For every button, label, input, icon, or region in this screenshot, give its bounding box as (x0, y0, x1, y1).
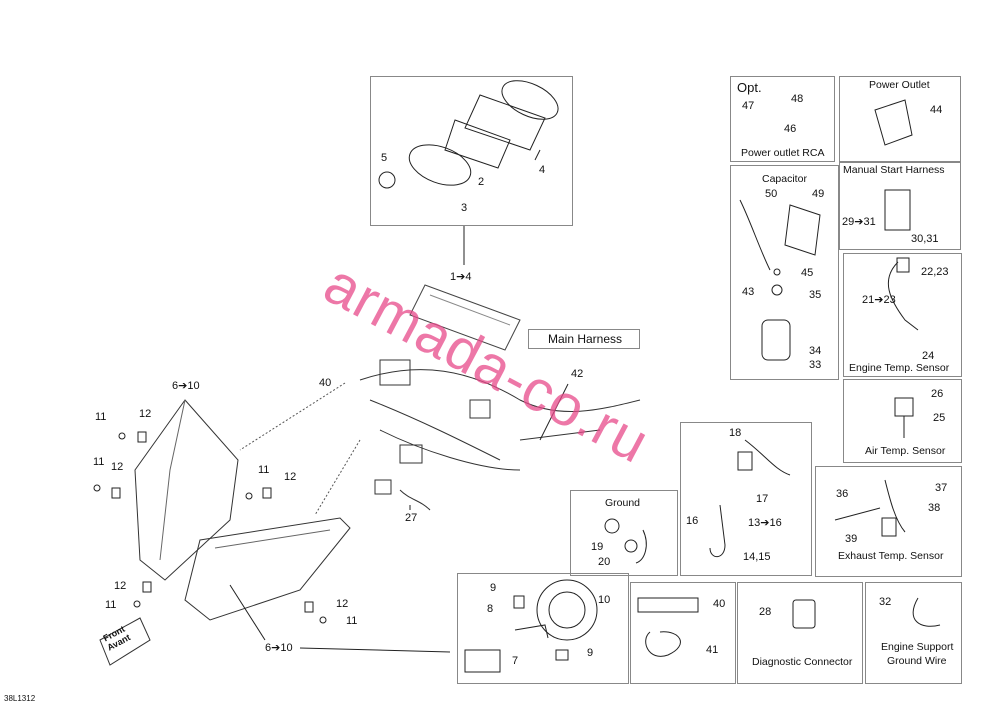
label-25: 25 (933, 412, 946, 424)
label-22-23: 22,23 (921, 266, 949, 278)
box-engine-temp (843, 253, 962, 377)
box-lamp (457, 573, 629, 684)
box-air-temp (843, 379, 962, 463)
label-7: 7 (512, 655, 519, 667)
label-11e: 11 (346, 615, 358, 627)
label-45: 45 (801, 267, 814, 279)
label-42: 42 (571, 368, 584, 380)
label-40a: 40 (319, 377, 332, 389)
label-12e: 12 (336, 598, 349, 610)
label-14-15: 14,15 (743, 551, 771, 563)
label-10: 10 (598, 594, 611, 606)
label-18: 18 (729, 427, 742, 439)
label-12a: 12 (139, 408, 152, 420)
label-6to10b: 6➔10 (265, 642, 293, 654)
label-41: 41 (706, 644, 719, 656)
box-coil (680, 422, 812, 576)
label-29to31: 29➔31 (842, 216, 876, 228)
label-28: 28 (759, 606, 772, 618)
opt-title: Opt. (737, 80, 762, 95)
label-21to23: 21➔23 (862, 294, 896, 306)
label-11d: 11 (105, 599, 117, 611)
box-ground-wire (865, 582, 962, 684)
label-26: 26 (931, 388, 944, 400)
label-11c: 11 (258, 464, 270, 476)
manual-start-title: Manual Start Harness (843, 164, 945, 176)
label-5: 5 (381, 152, 388, 164)
label-9b: 9 (587, 647, 594, 659)
label-38: 38 (928, 502, 941, 514)
label-33: 33 (809, 359, 822, 371)
label-12c: 12 (284, 471, 297, 483)
gauge-knob-drawing (378, 171, 396, 189)
opt-caption: Power outlet RCA (741, 147, 825, 159)
label-30-31: 30,31 (911, 233, 939, 245)
label-12d: 12 (114, 580, 127, 592)
label-1to4: 1➔4 (450, 271, 472, 283)
label-34: 34 (809, 345, 822, 357)
label-11a: 11 (95, 411, 107, 423)
label-49: 49 (812, 188, 825, 200)
label-27: 27 (405, 512, 418, 524)
label-13to16: 13➔16 (748, 517, 782, 529)
label-44: 44 (930, 104, 943, 116)
box-diag (737, 582, 863, 684)
label-24: 24 (922, 350, 935, 362)
power-outlet-title: Power Outlet (869, 79, 930, 91)
engine-temp-caption: Engine Temp. Sensor (849, 362, 950, 374)
box-capacitor (730, 165, 839, 380)
gauge-cover-drawing (444, 119, 511, 169)
capacitor-title: Capacitor (762, 173, 807, 185)
box-exhaust-temp (815, 466, 962, 577)
label-19: 19 (591, 541, 604, 553)
label-2: 2 (478, 176, 485, 188)
diag-caption: Diagnostic Connector (752, 656, 853, 668)
label-37: 37 (935, 482, 948, 494)
gasket-drawing (501, 80, 559, 120)
box-main-harness-title (528, 329, 640, 349)
ground-wire-caption-1: Engine Support (881, 641, 954, 653)
label-47: 47 (742, 100, 755, 112)
air-temp-caption: Air Temp. Sensor (865, 445, 946, 457)
gauge-lens-drawing (408, 144, 472, 186)
label-39: 39 (845, 533, 858, 545)
box-ground (570, 490, 678, 576)
box-grease (630, 582, 736, 684)
label-11b: 11 (93, 456, 105, 468)
label-50: 50 (765, 188, 778, 200)
label-48: 48 (791, 93, 804, 105)
gauge-housing-drawing (464, 94, 546, 151)
label-3: 3 (461, 202, 468, 214)
box-power-outlet (839, 76, 961, 162)
label-36: 36 (836, 488, 849, 500)
exhaust-temp-caption: Exhaust Temp. Sensor (838, 550, 944, 562)
label-12b: 12 (111, 461, 124, 473)
label-9a: 9 (490, 582, 497, 594)
label-4: 4 (539, 164, 546, 176)
ground-wire-caption-2: Ground Wire (887, 655, 947, 667)
label-6to10a: 6➔10 (172, 380, 200, 392)
label-8: 8 (487, 603, 494, 615)
box-gauge (370, 76, 573, 226)
box-opt (730, 76, 835, 162)
label-40b: 40 (713, 598, 726, 610)
box-manual-start (839, 162, 961, 250)
label-20: 20 (598, 556, 611, 568)
figure-code: 38L1312 (4, 694, 36, 703)
label-32: 32 (879, 596, 892, 608)
label-16: 16 (686, 515, 699, 527)
main-harness-title: Main Harness (548, 332, 623, 346)
label-35: 35 (809, 289, 822, 301)
label-43: 43 (742, 286, 755, 298)
label-46: 46 (784, 123, 797, 135)
label-17: 17 (756, 493, 769, 505)
ground-title: Ground (605, 497, 641, 509)
